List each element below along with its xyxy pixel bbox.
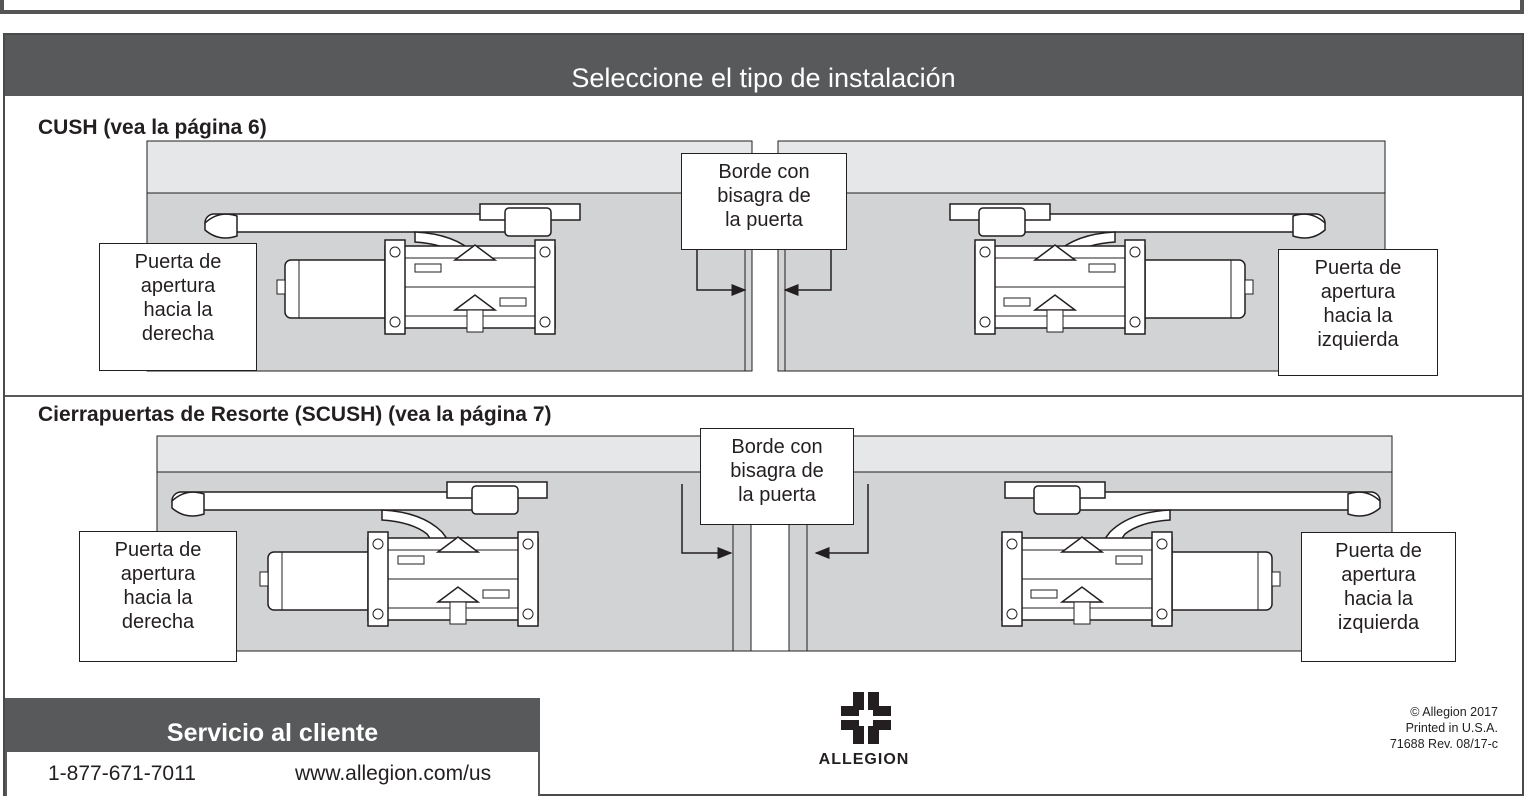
label-line: izquierda — [1317, 329, 1399, 351]
label-line: hacia la — [1323, 305, 1393, 327]
copyright: © Allegion 2017 — [1410, 705, 1498, 719]
callout-line: la puerta — [725, 209, 803, 231]
allegion-logo-icon — [841, 692, 891, 744]
left-hand-door-label: Puerta de apertura hacia la izquierda — [1278, 249, 1438, 376]
label-line: Puerta de — [114, 539, 202, 561]
section-title-scush: Cierrapuertas de Resorte (SCUSH) (vea la… — [38, 403, 552, 426]
label-line: apertura — [1341, 564, 1416, 586]
label-line: izquierda — [1337, 612, 1420, 634]
label-line: apertura — [140, 275, 216, 297]
label-line: derecha — [141, 323, 215, 345]
section-divider — [5, 395, 1522, 397]
label-line: Puerta de — [134, 251, 222, 273]
customer-service-title: Servicio al cliente — [166, 719, 379, 747]
callout-line: la puerta — [738, 484, 816, 506]
phone-number: 1-877-671-7011 — [48, 762, 196, 785]
right-hand-door-label: Puerta de apertura hacia la derecha — [79, 531, 237, 662]
contact-strip — [7, 752, 538, 796]
website-link[interactable]: www.allegion.com/us — [295, 762, 492, 785]
legal-info: © Allegion 2017 Printed in U.S.A. 71688 … — [1390, 704, 1498, 752]
hinge-edge-callout: Borde con bisagra de la puerta — [700, 428, 854, 525]
right-hand-door-label: Puerta de apertura hacia la derecha — [99, 243, 257, 371]
label-line: apertura — [120, 563, 196, 585]
page-title: Seleccione el tipo de instalación — [571, 63, 956, 93]
callout-line: bisagra de — [730, 460, 824, 482]
brand-name: ALLEGION — [818, 751, 910, 768]
hinge-edge-callout: Borde con bisagra de la puerta — [681, 153, 847, 250]
label-line: Puerta de — [1314, 257, 1402, 279]
left-hand-door-label: Puerta de apertura hacia la izquierda — [1301, 532, 1456, 662]
revision: 71688 Rev. 08/17-c — [1389, 737, 1498, 751]
label-line: Puerta de — [1335, 540, 1422, 562]
label-line: hacia la — [143, 299, 213, 321]
label-line: hacia la — [123, 587, 193, 609]
header-bar — [5, 35, 1522, 96]
callout-line: Borde con — [718, 161, 810, 183]
top-frame-edge — [0, 0, 1524, 14]
callout-line: bisagra de — [717, 185, 811, 207]
section-title-cush: CUSH (vea la página 6) — [38, 116, 267, 139]
label-line: hacia la — [1344, 588, 1413, 610]
printed-in: Printed in U.S.A. — [1405, 721, 1498, 735]
callout-line: Borde con — [731, 436, 823, 458]
label-line: apertura — [1320, 281, 1396, 303]
label-line: derecha — [121, 611, 195, 633]
